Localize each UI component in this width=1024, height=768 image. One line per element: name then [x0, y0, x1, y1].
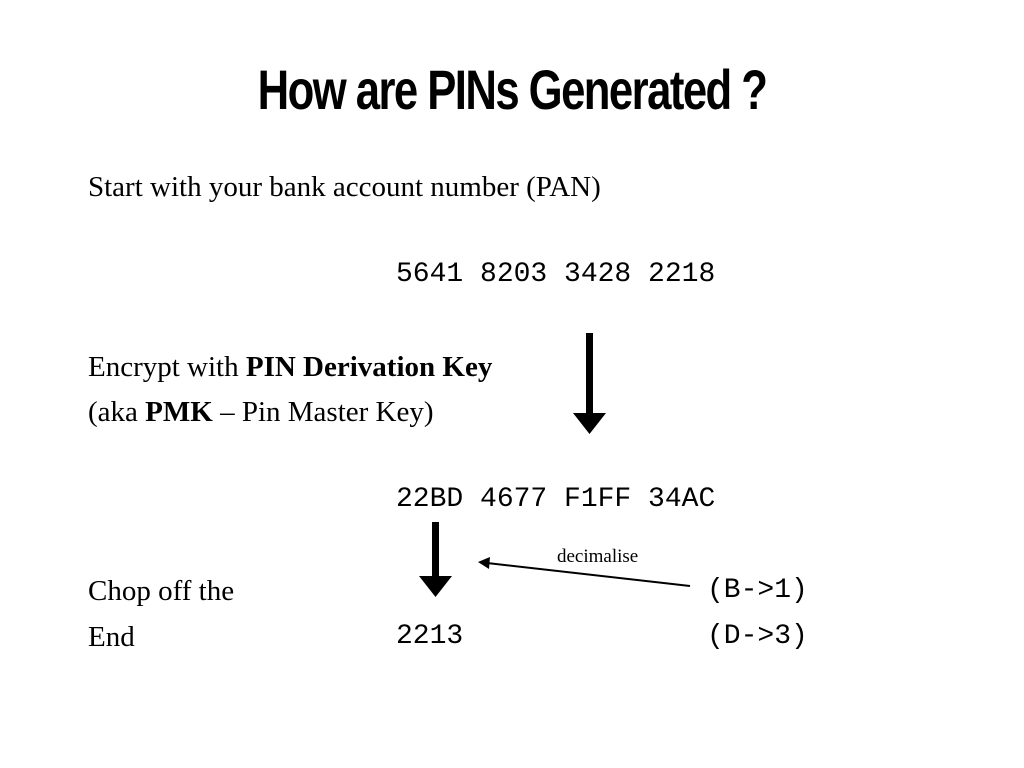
encrypted-value: 22BD 4677 F1FF 34AC	[396, 484, 716, 515]
mapping-d-to-3: (D->3)	[707, 621, 808, 652]
decimalise-annotation: decimalise	[557, 546, 639, 567]
pmk-label: PMK	[145, 396, 213, 428]
mapping-b-to-1: (B->1)	[707, 575, 808, 606]
arrow-down-icon	[419, 522, 452, 597]
encrypt-prefix: Encrypt with	[88, 351, 246, 383]
step-chop-line-2: End	[88, 621, 135, 653]
step-start-text: Start with your bank account number (PAN…	[88, 171, 601, 203]
arrow-pointer-icon	[478, 557, 691, 587]
pmk-description: – Pin Master Key)	[212, 396, 434, 428]
step-chop-line-1: Chop off the	[88, 575, 235, 607]
pan-number: 5641 8203 3428 2218	[396, 259, 716, 290]
step-encrypt-line-2: (aka PMK – Pin Master Key)	[88, 395, 434, 429]
arrow-down-icon	[573, 333, 606, 434]
slide-title: How are PINs Generated ?	[257, 58, 768, 121]
aka-prefix: (aka	[88, 396, 146, 428]
step-encrypt-line-1: Encrypt with PIN Derivation Key	[88, 350, 492, 384]
pin-result: 2213	[396, 621, 464, 652]
pin-derivation-key-label: PIN Derivation Key	[245, 351, 493, 383]
